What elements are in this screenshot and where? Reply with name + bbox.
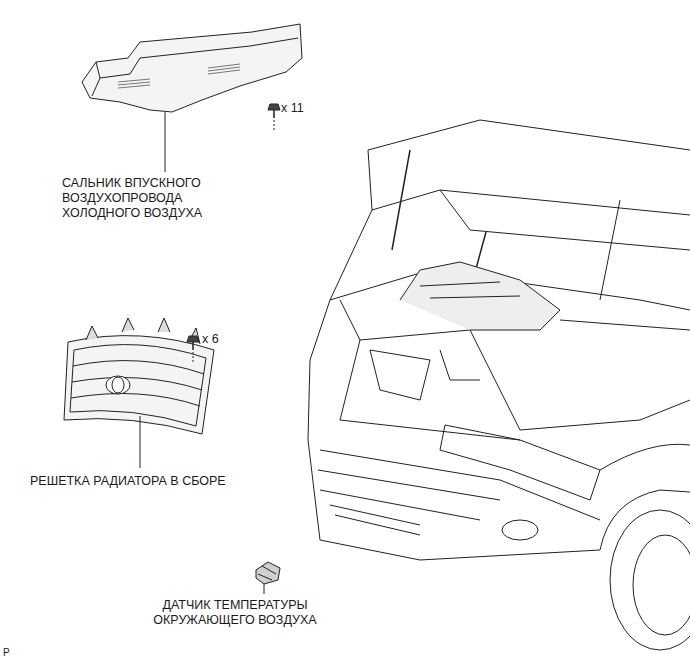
radiator-grille bbox=[64, 318, 214, 468]
vehicle-outline bbox=[308, 120, 690, 650]
temperature-sensor bbox=[256, 562, 280, 594]
page-mark: P bbox=[3, 645, 10, 660]
part-name: РЕШЕТКА РАДИАТОРА В СБОРЕ bbox=[30, 474, 226, 489]
part-name: ДАТЧИК ТЕМПЕРАТУРЫ ОКРУЖАЮЩЕГО ВОЗДУХА bbox=[142, 598, 328, 628]
quantity-label: x 11 bbox=[281, 101, 304, 116]
quantity-label: x 6 bbox=[202, 332, 219, 347]
clip-icon bbox=[268, 104, 280, 132]
clip-icon bbox=[187, 336, 199, 364]
part-name: САЛЬНИК ВПУСКНОГО ВОЗДУХОПРОВОДА ХОЛОДНО… bbox=[62, 176, 234, 221]
intake-seal bbox=[82, 24, 302, 172]
